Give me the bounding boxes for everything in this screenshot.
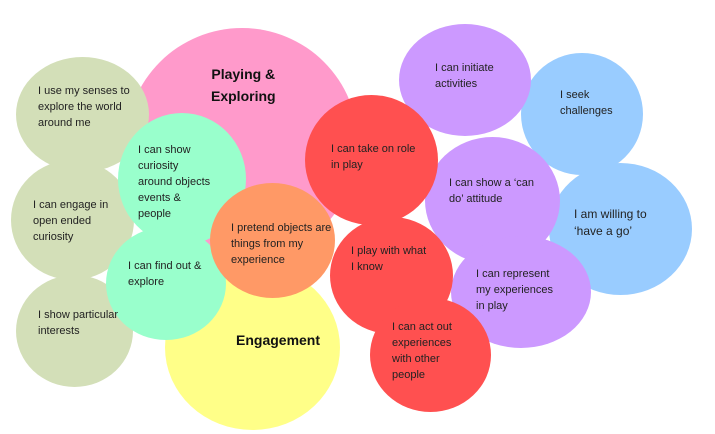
act-out-label: I can act out experiences with other peo…	[392, 321, 452, 381]
playing-exploring-title: Playing & Exploring	[211, 66, 276, 104]
willing-label: I am willing to ‘have a go’	[574, 207, 647, 238]
represent-label: I can represent my experiences in play	[476, 268, 554, 312]
senses-label: I use my senses to explore the world aro…	[38, 85, 130, 129]
find-out-circle	[106, 227, 226, 340]
seek-circle	[521, 53, 643, 175]
seek-label: I seek challenges	[560, 89, 613, 117]
pretend-circle	[210, 183, 335, 298]
open-ended-label: I can engage in open ended curiosity	[33, 199, 109, 243]
find-out-label: I can find out & explore	[128, 260, 202, 288]
pretend-label: I pretend objects are things from my exp…	[231, 222, 332, 266]
act-out-circle	[370, 298, 491, 412]
role-label: I can take on role in play	[331, 143, 416, 171]
interests-label: I show particular interests	[38, 309, 119, 337]
play-with-label: I play with what I know	[351, 245, 427, 273]
curiosity-label: I can show curiosity around objects even…	[138, 144, 211, 220]
role-circle	[305, 95, 438, 225]
can-do-label: I can show a ‘can do’ attitude	[449, 177, 534, 205]
initiate-label: I can initiate activities	[435, 62, 494, 90]
engagement-title: Engagement	[236, 332, 321, 348]
